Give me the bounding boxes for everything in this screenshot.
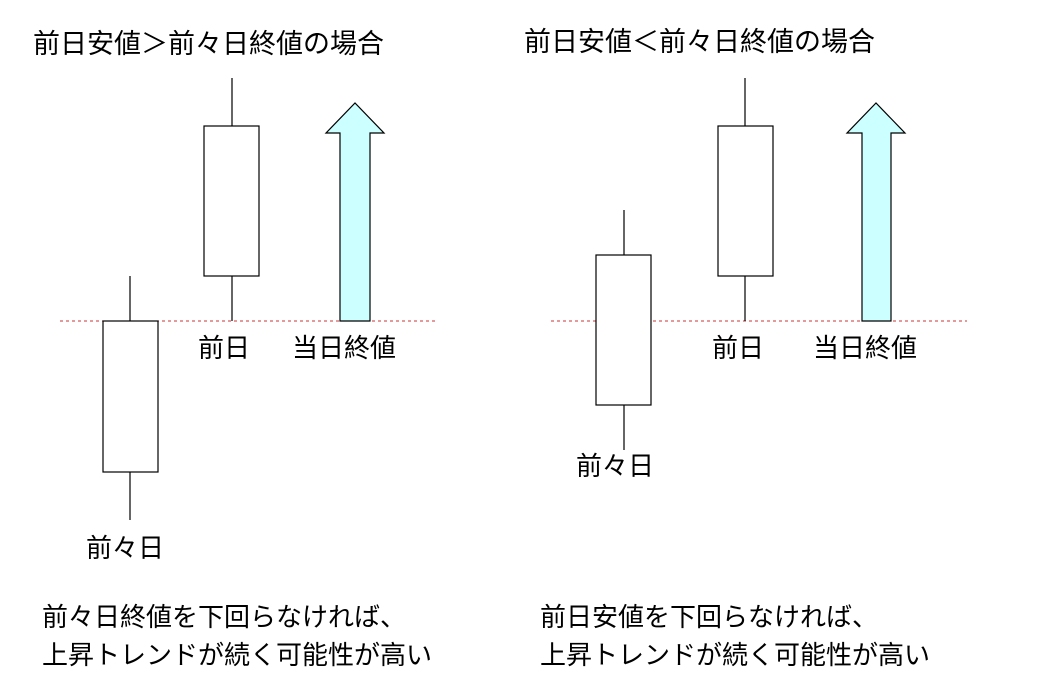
right-caption-line1: 前日安値を下回らなければ、 — [540, 603, 879, 633]
right-today-close-label: 当日終値 — [813, 334, 918, 364]
left-caption-line1: 前々日終値を下回らなければ、 — [42, 603, 407, 633]
left-day-before-candle — [102, 320, 159, 473]
right-caption-line2: 上昇トレンドが続く可能性が高い — [540, 641, 931, 671]
left-today-close-label: 当日終値 — [292, 334, 397, 364]
left-panel-graphics — [60, 78, 437, 520]
left-up-arrow — [324, 102, 386, 322]
left-prev-day-label: 前日 — [198, 334, 251, 364]
right-day-before-label: 前々日 — [576, 452, 655, 482]
right-up-arrow — [845, 102, 907, 322]
right-prev-day-label: 前日 — [712, 334, 765, 364]
right-title: 前日安値＜前々日終値の場合 — [524, 27, 875, 58]
left-caption-line2: 上昇トレンドが続く可能性が高い — [42, 641, 433, 671]
right-prev-day-candle — [717, 125, 774, 277]
right-panel-graphics — [551, 78, 967, 450]
right-day-before-candle — [595, 254, 652, 406]
left-day-before-label: 前々日 — [86, 534, 165, 564]
left-title: 前日安値＞前々日終値の場合 — [33, 29, 384, 60]
left-prev-day-candle — [203, 125, 260, 277]
